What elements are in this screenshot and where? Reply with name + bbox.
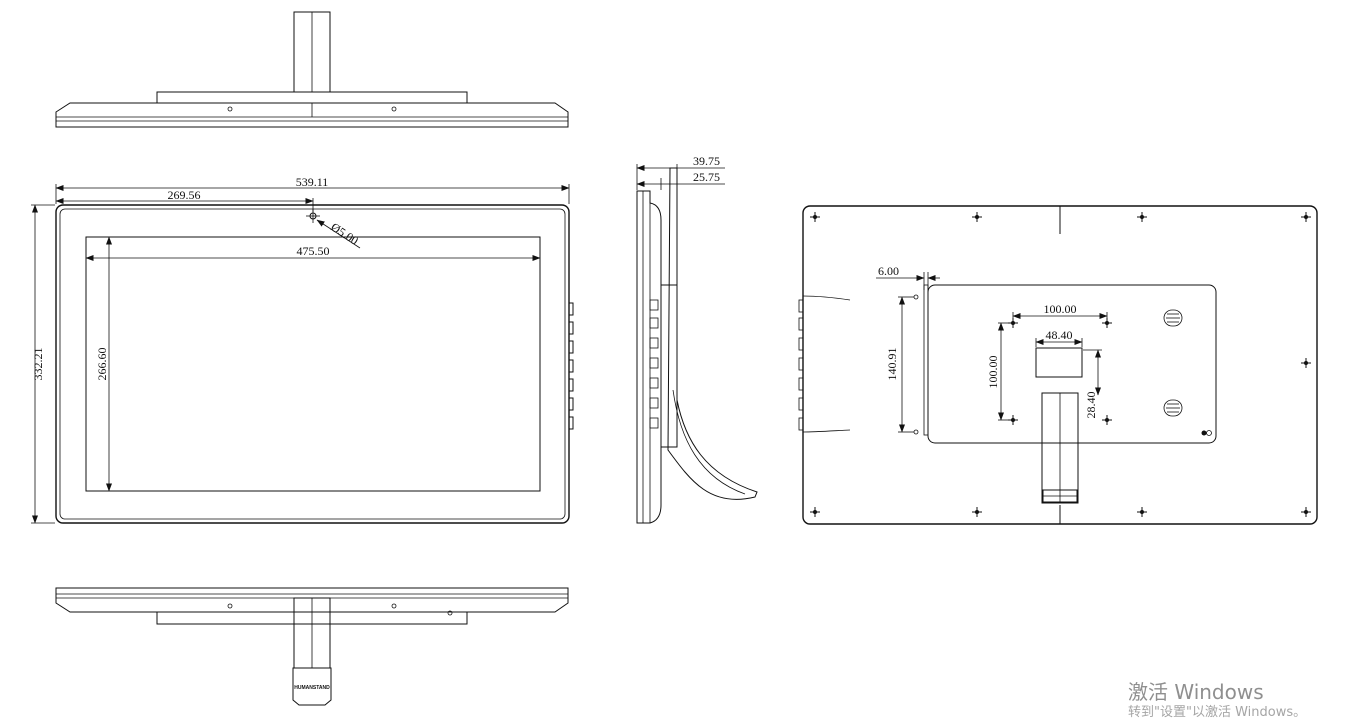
active-width-label: 475.50 (297, 244, 330, 258)
bottom-view: HUMANSTAND (55, 587, 569, 706)
front-view: Ø5.00 539.11 269.56 475.50 332.21 266.60 (31, 175, 574, 524)
active-height-label: 266.60 (95, 348, 109, 381)
vesa-horizontal-label: 100.00 (1044, 302, 1077, 316)
overall-width-label: 539.11 (296, 175, 329, 189)
activation-watermark-subtitle: 转到"设置"以激活 Windows。 (1128, 705, 1307, 720)
stand-offset-label: 28.40 (1084, 392, 1098, 419)
back-view: 6.00 140.91 100.00 48.40 100.00 28.40 (798, 205, 1318, 525)
hole-diameter-label: Ø5.00 (328, 220, 361, 248)
top-view (55, 11, 569, 128)
activation-watermark-title: 激活 Windows (1128, 680, 1264, 704)
back-offset-label: 6.00 (878, 264, 899, 278)
overall-height-label: 332.21 (31, 348, 45, 381)
half-width-label: 269.56 (168, 188, 201, 202)
stand-width-label: 48.40 (1046, 328, 1073, 342)
stand-logo: HUMANSTAND (294, 685, 330, 691)
back-height-label: 140.91 (885, 348, 899, 381)
depth-panel-label: 25.75 (693, 170, 720, 184)
vesa-vertical-label: 100.00 (986, 356, 1000, 389)
side-view: 39.75 25.75 (636, 154, 758, 524)
depth-total-label: 39.75 (693, 154, 720, 168)
